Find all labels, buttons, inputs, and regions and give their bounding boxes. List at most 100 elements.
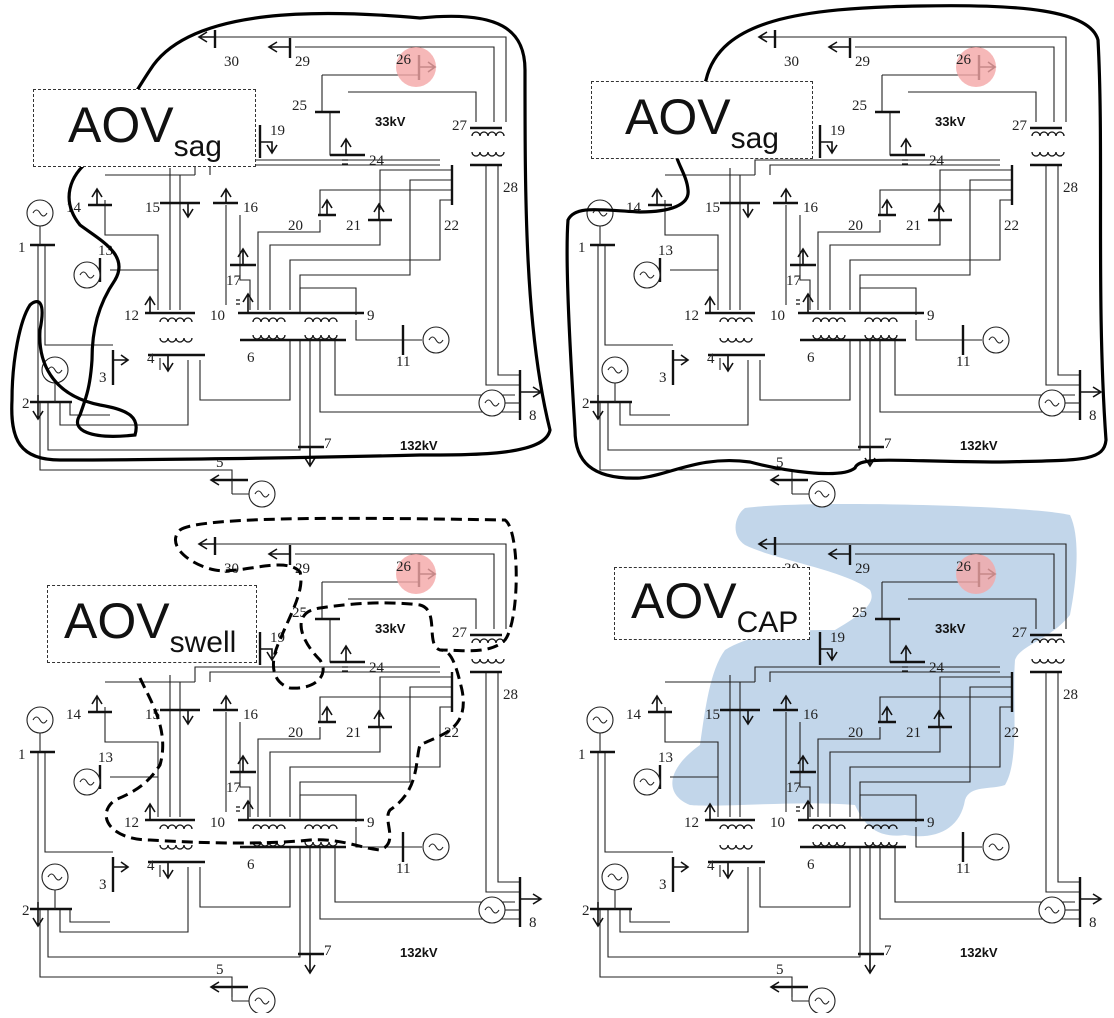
swell-region-outline-lower	[104, 648, 465, 852]
bus-label-19: 19	[830, 123, 845, 139]
bus-label-4: 4	[147, 858, 155, 874]
bus-label-30: 30	[784, 54, 799, 70]
aov-sag-label-2: AOVsag	[591, 81, 813, 159]
bus-label-26: 26	[956, 52, 972, 68]
network-panel-top-left: 33kV 132kV 1 2 3 4 5 6 7 8 9 10 11 12 13…	[18, 30, 543, 508]
bus-label-17: 17	[786, 273, 802, 289]
load-arrows	[592, 538, 1103, 993]
fault-highlight-bus-26	[956, 47, 996, 87]
aov-sag-label-2-sub: sag	[730, 122, 779, 155]
bus-label-24: 24	[929, 153, 945, 169]
bus-label-19: 19	[270, 123, 285, 139]
bus-label-5: 5	[216, 455, 224, 471]
bus-label-1: 1	[18, 747, 26, 763]
bus-label-5: 5	[776, 962, 784, 978]
bus-label-5: 5	[216, 962, 224, 978]
bus-label-26: 26	[396, 559, 412, 575]
generators	[26, 199, 520, 508]
bus-label-8: 8	[529, 408, 537, 424]
fault-highlight-bus-26	[956, 554, 996, 594]
bus-label-19: 19	[830, 630, 845, 646]
bus-label-29: 29	[295, 54, 310, 70]
bus-label-14: 14	[626, 200, 642, 216]
bus-label-9: 9	[927, 308, 935, 324]
bus-label-3: 3	[659, 370, 667, 386]
bus-label-21: 21	[346, 725, 361, 741]
transformers	[159, 131, 505, 343]
network-panel-bottom-left: 33kV 132kV 1 2 3 4 5 6 7 8 9 10 11 12 13…	[18, 537, 543, 1015]
bus-bars	[590, 30, 1082, 482]
bus-label-11: 11	[956, 354, 970, 370]
bus-label-6: 6	[807, 857, 815, 873]
bus-label-28: 28	[1063, 180, 1078, 196]
bus-label-29: 29	[855, 54, 870, 70]
bus-label-14: 14	[626, 707, 642, 723]
network-lines	[597, 543, 1080, 997]
bus-label-9: 9	[367, 308, 375, 324]
bus-label-6: 6	[247, 857, 255, 873]
aov-swell-label-sub: swell	[169, 626, 237, 659]
bus-label-12: 12	[684, 308, 699, 324]
bus-label-8: 8	[1089, 408, 1097, 424]
bus-label-6: 6	[247, 350, 255, 366]
bus-label-16: 16	[243, 707, 259, 723]
bus-label-10: 10	[770, 308, 785, 324]
bus-label-12: 12	[684, 815, 699, 831]
voltage-132kv-label: 132kV	[960, 438, 998, 453]
bus-label-20: 20	[848, 725, 863, 741]
bus-label-12: 12	[124, 308, 139, 324]
transformers	[159, 638, 505, 850]
bus-labels: 1 2 3 4 5 6 7 8 9 10 11 12 13 14 15 16 1…	[578, 52, 1097, 471]
bus-label-16: 16	[803, 707, 819, 723]
voltage-33kv-label: 33kV	[935, 114, 966, 129]
bus-label-4: 4	[707, 351, 715, 367]
bus-label-30: 30	[224, 54, 239, 70]
bus-label-22: 22	[1004, 725, 1019, 741]
bus-label-27: 27	[1012, 625, 1028, 641]
bus-label-2: 2	[582, 396, 590, 412]
bus-label-27: 27	[1012, 118, 1028, 134]
bus-bars	[590, 537, 1082, 989]
bus-label-13: 13	[658, 243, 673, 259]
bus-label-10: 10	[210, 308, 225, 324]
bus-label-22: 22	[444, 218, 459, 234]
bus-label-3: 3	[99, 877, 107, 893]
generators	[586, 199, 1080, 508]
bus-label-12: 12	[124, 815, 139, 831]
aov-cap-label: AOVCAP	[614, 567, 810, 640]
bus-label-2: 2	[22, 903, 30, 919]
bus-label-8: 8	[529, 915, 537, 931]
sag-region-outline-1	[10, 11, 552, 462]
bus-labels: 1 2 3 4 5 6 7 8 9 10 11 12 13 14 15 16 1…	[18, 52, 537, 471]
bus-label-9: 9	[367, 815, 375, 831]
bus-label-8: 8	[1089, 915, 1097, 931]
fault-highlight-bus-26	[396, 47, 436, 87]
voltage-33kv-label: 33kV	[375, 114, 406, 129]
bus-label-3: 3	[659, 877, 667, 893]
networks-layer: 33kV 132kV 1 2 3 4 5 6 7 8 9 10 11 12 13…	[18, 30, 1103, 1015]
bus-label-15: 15	[705, 707, 720, 723]
bus-label-4: 4	[147, 351, 155, 367]
bus-label-6: 6	[807, 350, 815, 366]
transformers	[719, 638, 1065, 850]
bus-label-25: 25	[852, 605, 867, 621]
bus-label-1: 1	[578, 747, 586, 763]
load-arrows	[32, 31, 543, 486]
bus-label-24: 24	[929, 660, 945, 676]
bus-label-7: 7	[884, 943, 892, 959]
bus-label-16: 16	[243, 200, 259, 216]
bus-label-26: 26	[396, 52, 412, 68]
bus-label-20: 20	[848, 218, 863, 234]
fault-highlight-bus-26	[396, 554, 436, 594]
bus-label-27: 27	[452, 118, 468, 134]
voltage-132kv-label: 132kV	[400, 945, 438, 960]
bus-label-15: 15	[145, 200, 160, 216]
bus-label-28: 28	[503, 180, 518, 196]
bus-label-17: 17	[226, 780, 242, 796]
aov-sag-label-2-main: AOV	[625, 89, 731, 145]
network-lines	[37, 543, 520, 997]
aov-swell-label: AOVswell	[47, 585, 257, 663]
load-arrows	[32, 538, 543, 993]
voltage-33kv-label: 33kV	[935, 621, 966, 636]
